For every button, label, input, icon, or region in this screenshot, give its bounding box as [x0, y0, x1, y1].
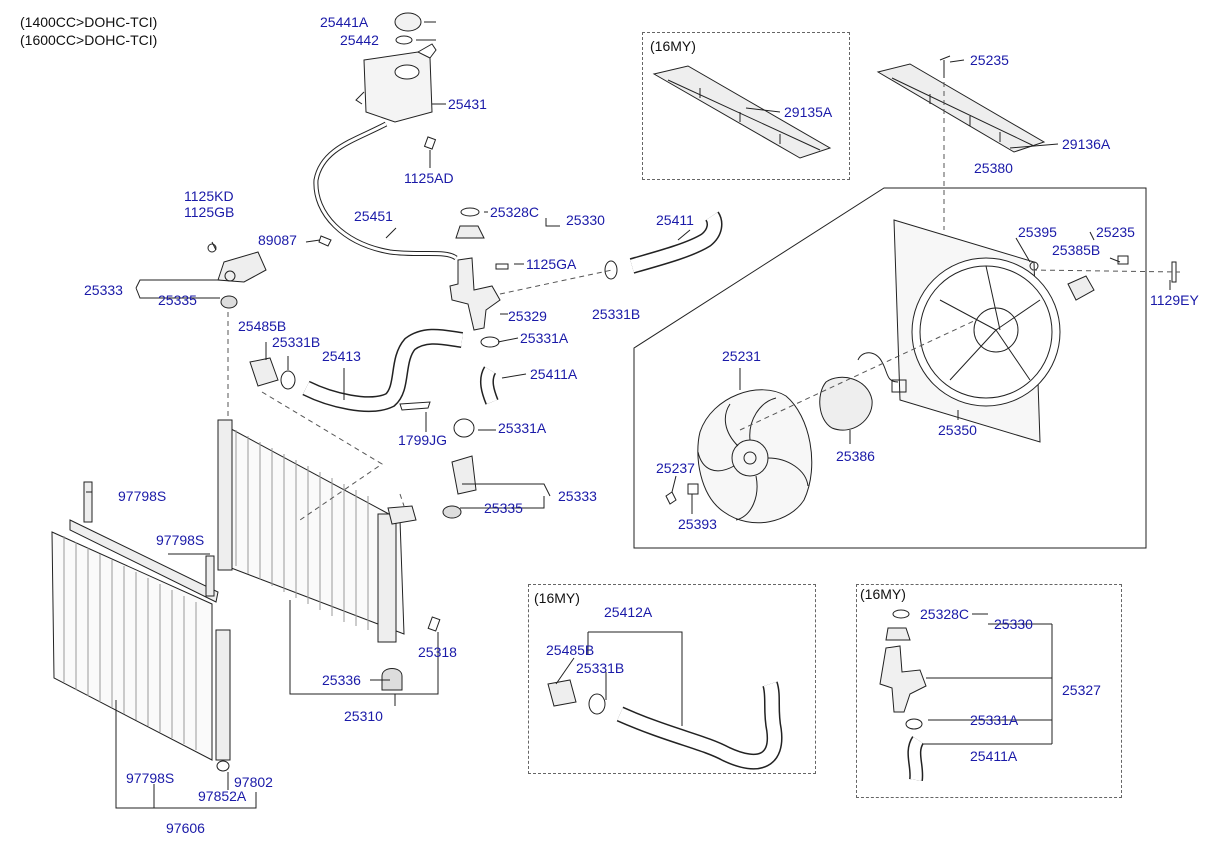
fan-blade	[697, 389, 813, 524]
part-label-25331B[interactable]: 25331B	[592, 306, 641, 322]
part-label-25442[interactable]: 25442	[340, 32, 379, 48]
part-label-89087[interactable]: 89087	[258, 232, 297, 248]
box-16my-deflector	[642, 32, 850, 180]
part-label-25431[interactable]: 25431	[448, 96, 487, 112]
part-label-25331A[interactable]: 25331A	[970, 712, 1019, 728]
deflector-right	[876, 63, 1046, 153]
part-label-25333[interactable]: 25333	[558, 488, 597, 504]
part-label-1125GB[interactable]: 1125GB	[184, 204, 235, 220]
part-label-25318[interactable]: 25318	[418, 644, 457, 660]
part-label-25237[interactable]: 25237	[656, 460, 695, 476]
part-label-25333[interactable]: 25333	[84, 282, 123, 298]
part-label-25331A[interactable]: 25331A	[498, 420, 547, 436]
part-label-25335[interactable]: 25335	[158, 292, 197, 308]
part-label-25310[interactable]: 25310	[344, 708, 383, 724]
part-label-1799JG[interactable]: 1799JG	[398, 432, 448, 448]
part-label-1129EY[interactable]: 1129EY	[1150, 292, 1199, 308]
part-label-25393[interactable]: 25393	[678, 516, 717, 532]
part-label-25350[interactable]: 25350	[938, 422, 977, 438]
part-label-25386[interactable]: 25386	[836, 448, 875, 464]
part-label-25330[interactable]: 25330	[994, 616, 1033, 632]
box-label-16my: (16MY)	[534, 590, 580, 606]
radiator-core	[221, 423, 405, 635]
part-label-25328C[interactable]: 25328C	[920, 606, 970, 622]
part-label-29135A[interactable]: 29135A	[784, 104, 833, 120]
part-label-25395[interactable]: 25395	[1018, 224, 1057, 240]
part-label-25329[interactable]: 25329	[508, 308, 547, 324]
cap-seal	[395, 35, 413, 45]
box-label-16my: (16MY)	[860, 586, 906, 602]
engine-spec-line2: (1600CC>DOHC-TCI)	[20, 32, 158, 48]
part-label-97798S[interactable]: 97798S	[156, 532, 205, 548]
part-label-25231[interactable]: 25231	[722, 348, 761, 364]
part-label-25485B[interactable]: 25485B	[238, 318, 287, 334]
part-label-25411A[interactable]: 25411A	[970, 748, 1018, 764]
part-label-1125GA[interactable]: 1125GA	[526, 256, 577, 272]
part-label-25328C[interactable]: 25328C	[490, 204, 540, 220]
reservoir-tank	[363, 51, 433, 123]
part-label-97798S[interactable]: 97798S	[126, 770, 175, 786]
part-label-25380[interactable]: 25380	[974, 160, 1013, 176]
part-label-25331B[interactable]: 25331B	[576, 660, 625, 676]
part-label-25411A[interactable]: 25411A	[530, 366, 578, 382]
part-label-25413[interactable]: 25413	[322, 348, 361, 364]
part-label-25235[interactable]: 25235	[970, 52, 1009, 68]
part-label-1125KD[interactable]: 1125KD	[184, 188, 234, 204]
part-label-25331A[interactable]: 25331A	[520, 330, 569, 346]
part-label-25327[interactable]: 25327	[1062, 682, 1101, 698]
part-label-25335[interactable]: 25335	[484, 500, 523, 516]
engine-spec-line1: (1400CC>DOHC-TCI)	[20, 14, 158, 30]
part-label-25441A[interactable]: 25441A	[320, 14, 369, 30]
part-label-25336[interactable]: 25336	[322, 672, 361, 688]
part-label-97802[interactable]: 97802	[234, 774, 273, 790]
part-label-25331B[interactable]: 25331B	[272, 334, 321, 350]
thermo-housing	[449, 257, 501, 331]
part-label-29136A[interactable]: 29136A	[1062, 136, 1111, 152]
part-label-97606[interactable]: 97606	[166, 820, 205, 836]
box-16my-thermostat	[856, 584, 1122, 798]
part-label-25235[interactable]: 25235	[1096, 224, 1135, 240]
part-label-25411[interactable]: 25411	[656, 212, 694, 228]
part-label-25412A[interactable]: 25412A	[604, 604, 653, 620]
part-label-97852A[interactable]: 97852A	[198, 788, 247, 804]
part-label-97798S[interactable]: 97798S	[118, 488, 167, 504]
part-label-25451[interactable]: 25451	[354, 208, 393, 224]
box-16my-hose-kit	[528, 584, 816, 774]
reservoir-cap	[394, 12, 422, 32]
part-label-25330[interactable]: 25330	[566, 212, 605, 228]
part-label-1125AD[interactable]: 1125AD	[404, 170, 454, 186]
part-label-25385B[interactable]: 25385B	[1052, 242, 1101, 258]
part-label-25485B[interactable]: 25485B	[546, 642, 595, 658]
deflector-left	[652, 65, 832, 159]
box-label-16my: (16MY)	[650, 38, 696, 54]
fan-motor	[819, 376, 873, 431]
